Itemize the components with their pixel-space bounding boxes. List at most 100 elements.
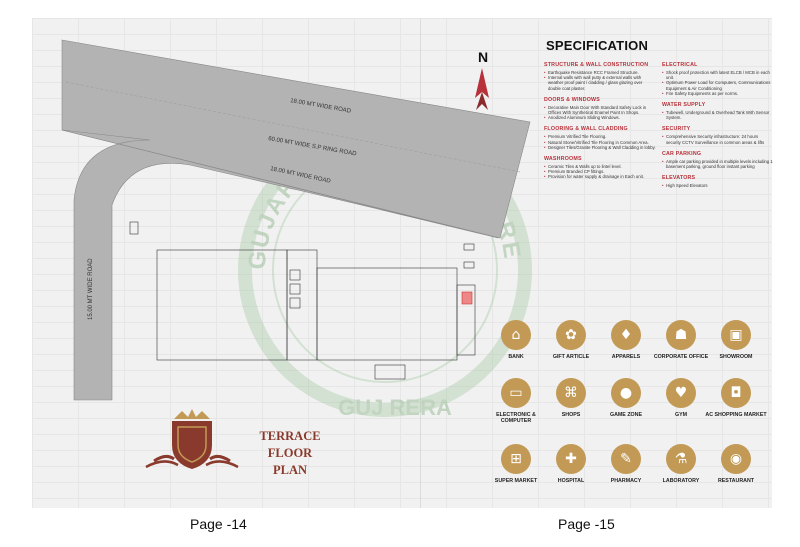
amenity-label: AC SHOPPING MARKET: [705, 412, 767, 418]
spec-section-heading: STRUCTURE & WALL CONSTRUCTION: [544, 62, 649, 68]
plan-title-line2: PLAN: [272, 463, 308, 477]
page-number-right: Page -15: [558, 516, 615, 532]
spec-item: Tubewell, Underground & Overhead Tank Wi…: [662, 110, 774, 120]
floor-plan: [129, 221, 476, 380]
spec-item: Anodized Aluminum Sliding Windows.: [544, 115, 656, 120]
spec-section-heading: WASHROOMS: [544, 156, 582, 163]
spec-column-right: ELECTRICAL Shock proof protection with la…: [662, 62, 774, 194]
north-compass-icon: N: [475, 49, 489, 110]
amenity-item: ⚗LABORATORY: [648, 444, 714, 484]
lab-icon: ⚗: [666, 444, 696, 474]
amenity-label: APPARELS: [611, 354, 641, 360]
spec-section-list: Tubewell, Underground & Overhead Tank Wi…: [662, 110, 774, 120]
spec-section-list: Comprehensive Security infrastructure: 2…: [662, 134, 774, 144]
spec-column-left: STRUCTURE & WALL CONSTRUCTION Earthquake …: [544, 62, 656, 186]
wing-right: [316, 267, 458, 361]
game-icon: ●: [611, 378, 641, 408]
amenity-item: ⌘ SHOPS: [538, 378, 604, 418]
roads: 18.00 MT WIDE ROAD 60.00 MT WIDE S.P RIN…: [61, 39, 531, 401]
crest-logo-icon: [145, 409, 239, 469]
office-icon: ☗: [666, 320, 696, 350]
shirt-icon: ♦: [611, 320, 641, 350]
spec-item: Ample car parking provided in multiple l…: [662, 159, 774, 169]
gift-icon: ✿: [556, 320, 586, 350]
cart-icon: ⊞: [501, 444, 531, 474]
showroom-icon: ▣: [721, 320, 751, 350]
spec-item: Provision for water supply & drainage in…: [544, 174, 656, 179]
spec-section-list: Shock proof protection with latest ELCB …: [662, 70, 774, 96]
bank-icon: ⌂: [501, 320, 531, 350]
spec-item: Designer Tiles/Granite Flooring & Wall C…: [544, 145, 656, 150]
side-road: [61, 129, 499, 401]
spec-item: Earthquake Resistance RCC Framed Structu…: [544, 70, 656, 75]
amenity-item: ☗ CORPORATE OFFICE: [648, 320, 714, 360]
spec-section-heading: WATER SUPPLY: [662, 102, 706, 109]
plan-title-line1: TERRACE FLOOR: [259, 429, 321, 460]
spec-item: Shock proof protection with latest ELCB …: [662, 70, 774, 80]
amenity-item: ◉ RESTAURANT: [703, 444, 769, 484]
watermark-bottom-text: GUJ RERA: [338, 395, 452, 420]
amenity-item: ▣ SHOWROOM: [703, 320, 769, 360]
core-block: [286, 249, 318, 361]
spec-item: Premium Vitrified Tile Flooring.: [544, 134, 656, 139]
restaurant-icon: ◉: [721, 444, 751, 474]
shop-icon: ⌘: [556, 378, 586, 408]
spec-section-list: Decorative Main Door With Standard Safet…: [544, 105, 656, 121]
spec-section-list: High Speed Elevators: [662, 183, 774, 188]
page-fold: [420, 18, 421, 508]
gym-icon: ♥: [666, 378, 696, 408]
pharmacy-icon: ✎: [611, 444, 641, 474]
amenity-label: BANK: [508, 354, 524, 360]
amenity-item: ✚ HOSPITAL: [538, 444, 604, 484]
shopping-bag-icon: ◘: [721, 378, 751, 408]
spec-item: Ceramic Tiles & Walls up to lintel level…: [544, 164, 656, 169]
spec-section-list: Ceramic Tiles & Walls up to lintel level…: [544, 164, 656, 180]
spec-item: Internal walls with wall putty & externa…: [544, 75, 656, 91]
amenity-item: ✿ GIFT ARTICLE: [538, 320, 604, 360]
amenity-item: ✎ PHARMACY: [593, 444, 659, 484]
spec-section-heading: ELEVATORS: [662, 175, 696, 182]
spec-item: Fire Safety Equipments as per norms.: [662, 91, 774, 96]
road-label-left: 15.00 MT WIDE ROAD: [88, 258, 94, 320]
compass-label: N: [478, 49, 488, 65]
amenity-item: ⊞ SUPER MARKET: [483, 444, 549, 484]
amenity-label: ELECTRONIC & COMPUTER: [496, 412, 536, 424]
amenity-label: SHOWROOM: [719, 354, 753, 360]
spec-section-heading: DOORS & WINDOWS: [544, 96, 600, 103]
amenity-label: HOSPITAL: [557, 478, 585, 484]
amenity-label: GAME ZONE: [609, 412, 643, 418]
spec-section-list: Premium Vitrified Tile Flooring.Natural …: [544, 134, 656, 150]
amenity-item: ▭ ELECTRONIC & COMPUTER: [483, 378, 549, 424]
spec-section-list: Earthquake Resistance RCC Framed Structu…: [544, 70, 656, 91]
computer-icon: ▭: [501, 378, 531, 408]
amenity-item: ● GAME ZONE: [593, 378, 659, 418]
amenity-item: ♥ GYM: [648, 378, 714, 418]
ring-road: [61, 39, 531, 239]
spec-item: Premium Branded CP fittings.: [544, 169, 656, 174]
spec-section-heading: ELECTRICAL: [662, 62, 698, 68]
plan-title: TERRACE FLOOR PLAN: [240, 428, 340, 479]
spec-section-heading: FLOORING & WALL CLADDING: [544, 126, 628, 133]
spec-item: Comprehensive Security infrastructure: 2…: [662, 134, 774, 144]
amenity-label: RESTAURANT: [717, 478, 755, 484]
amenity-label: GYM: [674, 412, 688, 418]
sump: [374, 364, 406, 380]
hospital-icon: ✚: [556, 444, 586, 474]
spec-item: Natural Stone/Vitrified Tile Flooring in…: [544, 140, 656, 145]
amenity-label: SUPER MARKET: [494, 478, 538, 484]
spec-section-list: Ample car parking provided in multiple l…: [662, 159, 774, 169]
spec-section-heading: CAR PARKING: [662, 150, 702, 157]
amenity-label: PHARMACY: [610, 478, 642, 484]
specification-title: SPECIFICATION: [546, 38, 649, 53]
amenity-item: ⌂ BANK: [483, 320, 549, 360]
spec-section-heading: SECURITY: [662, 126, 691, 133]
page-number-left: Page -14: [190, 516, 247, 532]
spec-item: High Speed Elevators: [662, 183, 774, 188]
amenity-label: SHOPS: [561, 412, 581, 418]
spec-item: Optimum Power Load for Computers, Commun…: [662, 80, 774, 90]
amenity-label: CORPORATE OFFICE: [653, 354, 709, 360]
spec-item: Decorative Main Door With Standard Safet…: [544, 105, 656, 115]
amenity-item: ◘ AC SHOPPING MARKET: [703, 378, 769, 418]
amenity-label: GIFT ARTICLE: [552, 354, 590, 360]
amenity-item: ♦ APPARELS: [593, 320, 659, 360]
